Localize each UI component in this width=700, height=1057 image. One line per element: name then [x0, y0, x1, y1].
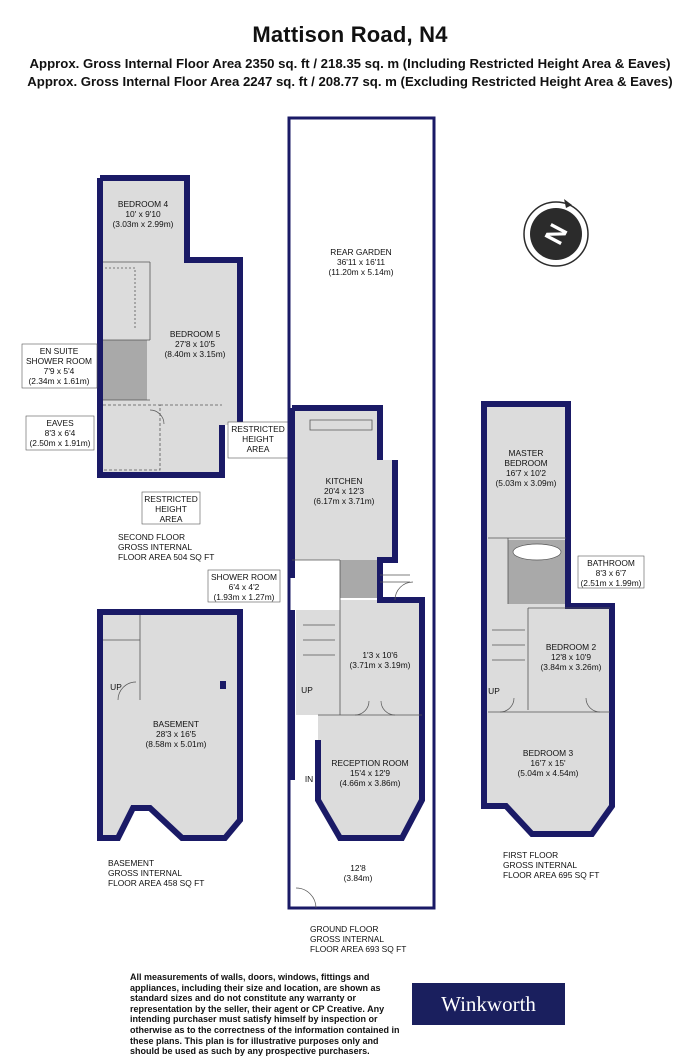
restricted-height-callout-b: RESTRICTED HEIGHT AREA: [141, 491, 201, 525]
restricted-a-line2: HEIGHT: [242, 434, 274, 444]
restricted-b-line1: RESTRICTED: [144, 494, 198, 504]
middle-room-dim-imperial: 1'3 x 10'6: [362, 650, 398, 660]
basement-up-marker: UP: [110, 682, 122, 692]
en-suite-dim-imperial: 7'9 x 5'4: [44, 366, 75, 376]
restricted-height-callout-a: RESTRICTED HEIGHT AREA: [227, 421, 289, 459]
second-floor-plan: BEDROOM 4 10' x 9'10 (3.03m x 2.99m) BED…: [97, 175, 243, 478]
en-suite-dim-metric: (2.34m x 1.61m): [29, 376, 90, 386]
rear-garden-name: REAR GARDEN: [330, 247, 391, 257]
reception-dim-metric: (4.66m x 3.86m): [340, 778, 401, 788]
second-floor-label-2: GROSS INTERNAL: [118, 542, 192, 552]
first-floor-plan: MASTER BEDROOM 16'7 x 10'2 (5.03m x 3.09…: [481, 401, 615, 837]
area-excluding-eaves: Approx. Gross Internal Floor Area 2247 s…: [27, 74, 673, 89]
bathroom-dim-metric: (2.51m x 1.99m): [581, 578, 642, 588]
first-floor-label-2: GROSS INTERNAL: [503, 860, 577, 870]
ground-floor-label-2: GROSS INTERNAL: [310, 934, 384, 944]
bedroom3-name: BEDROOM 3: [523, 748, 574, 758]
rear-garden-dim-metric: (11.20m x 5.14m): [328, 267, 393, 277]
bedroom2-dim-imperial: 12'8 x 10'9: [551, 652, 591, 662]
kitchen-name: KITCHEN: [326, 476, 363, 486]
bedroom3-dim-imperial: 16'7 x 15': [530, 758, 566, 768]
front-dim-metric: (3.84m): [344, 873, 373, 883]
bedroom2-name: BEDROOM 2: [546, 642, 597, 652]
master-dim-metric: (5.03m x 3.09m): [496, 478, 557, 488]
middle-room-dim-metric: (3.71m x 3.19m): [350, 660, 411, 670]
bedroom2-dim-metric: (3.84m x 3.26m): [541, 662, 602, 672]
master-dim-imperial: 16'7 x 10'2: [506, 468, 546, 478]
basement-plan: UP BASEMENT 28'3 x 16'5 (8.58m x 5.01m): [97, 609, 243, 841]
reception-dim-imperial: 15'4 x 12'9: [350, 768, 390, 778]
restricted-b-line3: AREA: [160, 514, 183, 524]
reception-name: RECEPTION ROOM: [331, 758, 408, 768]
bathroom-callout: BATHROOM 8'3 x 6'7 (2.51m x 1.99m): [577, 555, 645, 589]
master-name-1: MASTER: [509, 448, 544, 458]
bedroom3-dim-metric: (5.04m x 4.54m): [518, 768, 579, 778]
first-floor-label-1: FIRST FLOOR: [503, 850, 558, 860]
bedroom4-dim-metric: (3.03m x 2.99m): [113, 219, 174, 229]
ground-floor-label-3: FLOOR AREA 693 SQ FT: [310, 944, 406, 954]
shower-room-callout: SHOWER ROOM 6'4 x 4'2 (1.93m x 1.27m): [207, 569, 281, 603]
ground-up-marker: UP: [301, 685, 313, 695]
second-floor-label-3: FLOOR AREA 504 SQ FT: [118, 552, 214, 562]
north-compass-icon: N: [523, 199, 589, 267]
eaves-name: EAVES: [46, 418, 74, 428]
shower-room-dim-imperial: 6'4 x 4'2: [229, 582, 260, 592]
bedroom5-dim-metric: (8.40m x 3.15m): [165, 349, 226, 359]
second-floor-label-1: SECOND FLOOR: [118, 532, 185, 542]
page-title: Mattison Road, N4: [252, 22, 448, 47]
eaves-dim-metric: (2.50m x 1.91m): [30, 438, 91, 448]
first-up-marker: UP: [488, 686, 500, 696]
restricted-b-line2: HEIGHT: [155, 504, 187, 514]
basement-floor-label-2: GROSS INTERNAL: [108, 868, 182, 878]
restricted-a-line1: RESTRICTED: [231, 424, 285, 434]
eaves-callout: EAVES 8'3 x 6'4 (2.50m x 1.91m): [25, 415, 95, 451]
disclaimer-text: All measurements of walls, doors, window…: [130, 972, 400, 1057]
rear-garden-dim-imperial: 36'11 x 16'11: [337, 257, 385, 267]
basement-name: BASEMENT: [153, 719, 199, 729]
shower-room-name: SHOWER ROOM: [211, 572, 277, 582]
en-suite-callout: EN SUITE SHOWER ROOM 7'9 x 5'4 (2.34m x …: [21, 343, 98, 389]
basement-floor-label-1: BASEMENT: [108, 858, 154, 868]
winkworth-logo: Winkworth: [412, 983, 565, 1025]
basement-floor-label-3: FLOOR AREA 458 SQ FT: [108, 878, 204, 888]
bedroom5-dim-imperial: 27'8 x 10'5: [175, 339, 215, 349]
kitchen-dim-imperial: 20'4 x 12'3: [324, 486, 364, 496]
ground-in-marker: IN: [305, 774, 313, 784]
front-dim-imperial: 12'8: [350, 863, 366, 873]
en-suite-name-2: SHOWER ROOM: [26, 356, 92, 366]
master-name-2: BEDROOM: [504, 458, 547, 468]
kitchen-dim-metric: (6.17m x 3.71m): [314, 496, 375, 506]
eaves-dim-imperial: 8'3 x 6'4: [45, 428, 76, 438]
bedroom4-dim-imperial: 10' x 9'10: [125, 209, 161, 219]
bedroom5-name: BEDROOM 5: [170, 329, 221, 339]
bathroom-dim-imperial: 8'3 x 6'7: [596, 568, 627, 578]
ground-floor-label-1: GROUND FLOOR: [310, 924, 378, 934]
area-including-eaves: Approx. Gross Internal Floor Area 2350 s…: [29, 56, 671, 71]
first-floor-label-3: FLOOR AREA 695 SQ FT: [503, 870, 599, 880]
basement-dim-imperial: 28'3 x 16'5: [156, 729, 196, 739]
basement-dim-metric: (8.58m x 5.01m): [146, 739, 207, 749]
ground-floor-plan: REAR GARDEN 36'11 x 16'11 (11.20m x 5.14…: [287, 116, 436, 910]
en-suite-name-1: EN SUITE: [40, 346, 79, 356]
bathroom-name: BATHROOM: [587, 558, 635, 568]
bedroom4-name: BEDROOM 4: [118, 199, 169, 209]
shower-room-dim-metric: (1.93m x 1.27m): [214, 592, 275, 602]
restricted-a-line3: AREA: [247, 444, 270, 454]
